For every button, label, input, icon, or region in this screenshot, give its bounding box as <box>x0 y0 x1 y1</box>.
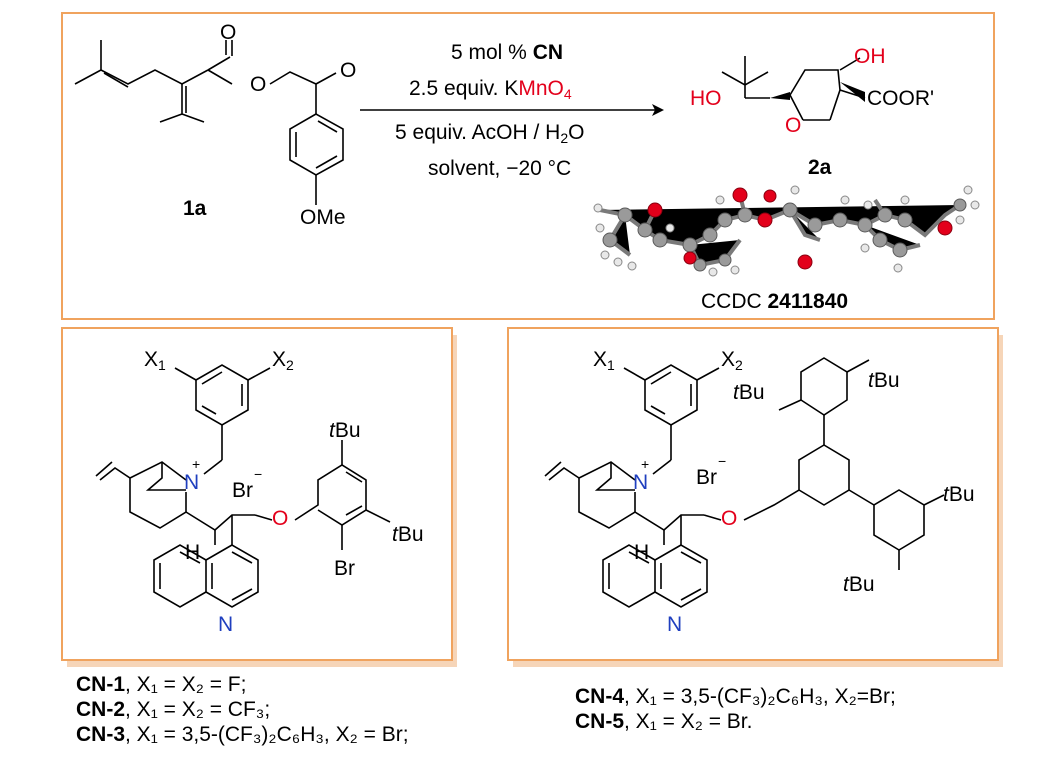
reaction-arrow <box>360 104 664 116</box>
right-bromide-label: Br <box>696 466 717 489</box>
caption-cn5: CN-5, X₁ = X₂ = Br. <box>575 709 896 734</box>
conditions-line-3-suffix: O <box>568 121 585 144</box>
conditions-line-1-prefix: 5 mol % <box>451 41 533 64</box>
product-ho-label: HO <box>690 87 722 110</box>
crystal-structure-model <box>593 185 980 277</box>
caption-cn2-text: , X₁ = X₂ = CF₃; <box>125 698 271 721</box>
caption-cn2: CN-2, X₁ = X₂ = CF₃; <box>76 697 409 722</box>
hydrogen-atoms <box>593 185 980 277</box>
caption-cn1-text: , X₁ = X₂ = F; <box>125 673 247 696</box>
ccdc-label: CCDC 2411840 <box>701 289 848 314</box>
cinchona-catalyst-core-right <box>544 357 945 608</box>
conditions-line-2-sub: 4 <box>563 86 572 102</box>
left-x1-label: X1 <box>144 348 166 373</box>
product-2a-structure <box>721 56 866 121</box>
left-charge-plus: + <box>192 456 201 472</box>
right-ether-o-label: O <box>721 507 738 530</box>
conditions-line-1: 5 mol % CN <box>451 40 563 65</box>
product-oh-label: OH <box>854 45 886 68</box>
caption-cn4-text: , X₁ = 3,5-(CF₃)₂C₆H₃, X₂=Br; <box>624 685 896 708</box>
product-ring-o-label: O <box>785 114 802 137</box>
caption-cn4: CN-4, X₁ = 3,5-(CF₃)₂C₆H₃, X₂=Br; <box>575 684 896 709</box>
left-br-label: Br <box>334 557 355 580</box>
right-tbu-upper-left-label: tBu <box>733 381 765 404</box>
left-caption: CN-1, X₁ = X₂ = F; CN-2, X₁ = X₂ = CF₃; … <box>76 672 409 747</box>
left-n-plus-label: N <box>184 471 200 494</box>
ccdc-number: 2411840 <box>767 290 849 313</box>
left-h-label: H <box>185 541 201 564</box>
conditions-line-1-catalyst: CN <box>532 41 564 64</box>
conditions-line-3-sub: 2 <box>560 130 569 146</box>
caption-cn1-bold: CN-1 <box>76 673 126 696</box>
conditions-line-2-mno: MnO <box>518 77 564 100</box>
ccdc-prefix: CCDC <box>701 290 768 313</box>
left-charge-minus: − <box>254 466 263 482</box>
left-bromide-label: Br <box>232 479 253 502</box>
right-charge-minus: − <box>718 453 727 469</box>
right-caption: CN-4, X₁ = 3,5-(CF₃)₂C₆H₃, X₂=Br; CN-5, … <box>575 684 896 734</box>
conditions-line-2: 2.5 equiv. KMnO4 <box>409 76 572 101</box>
caption-cn5-text: , X₁ = X₂ = Br. <box>624 710 753 733</box>
conditions-line-4: solvent, −20 °C <box>428 157 572 180</box>
caption-cn1: CN-1, X₁ = X₂ = F; <box>76 672 409 697</box>
right-tbu-lower-right-label: tBu <box>943 483 975 506</box>
ketone-o-label: O <box>340 59 357 82</box>
right-h-label: H <box>634 541 650 564</box>
substrate-ome-label: OMe <box>300 206 346 229</box>
substrate-label-1a: 1a <box>183 197 207 220</box>
right-x1-label: X1 <box>593 348 615 373</box>
product-coor-label: COOR' <box>867 87 935 110</box>
caption-cn3-text: , X₁ = 3,5-(CF₃)₂C₆H₃, X₂ = Br; <box>125 723 409 746</box>
product-label-2a: 2a <box>808 156 832 179</box>
caption-cn3: CN-3, X₁ = 3,5-(CF₃)₂C₆H₃, X₂ = Br; <box>76 722 409 747</box>
cinchona-catalyst-core-left <box>95 364 391 608</box>
caption-cn5-bold: CN-5 <box>575 710 625 733</box>
carbon-atoms <box>602 198 967 272</box>
caption-cn3-bold: CN-3 <box>76 723 126 746</box>
ester-o-label: O <box>250 73 267 96</box>
conditions-line-2-prefix: 2.5 equiv. K <box>409 77 519 100</box>
left-x2-label: X2 <box>272 348 294 373</box>
substrate-1a-structure <box>74 40 344 205</box>
product-wedge-bonds <box>770 82 865 102</box>
right-tbu-upper-right-label: tBu <box>868 369 900 392</box>
left-tbu-top-label: tBu <box>329 419 361 442</box>
caption-cn2-bold: CN-2 <box>76 698 126 721</box>
right-x2-label: X2 <box>721 348 743 373</box>
caption-cn4-bold: CN-4 <box>575 685 625 708</box>
left-catalyst-panel-frame <box>61 327 453 661</box>
right-tbu-lower-label: tBu <box>843 573 875 596</box>
conditions-line-3-prefix: 5 equiv. AcOH / H <box>395 121 561 144</box>
left-ether-o-label: O <box>272 507 289 530</box>
right-charge-plus: + <box>641 456 650 472</box>
oxygen-atoms <box>647 187 953 270</box>
left-quinoline-n-label: N <box>218 613 234 636</box>
right-catalyst-panel-frame <box>507 327 999 661</box>
conditions-line-3: 5 equiv. AcOH / H2O <box>395 120 585 145</box>
right-quinoline-n-label: N <box>667 613 683 636</box>
right-n-plus-label: N <box>633 471 649 494</box>
left-tbu-right-label: tBu <box>392 523 424 546</box>
carbonyl-o-label: O <box>220 21 237 44</box>
